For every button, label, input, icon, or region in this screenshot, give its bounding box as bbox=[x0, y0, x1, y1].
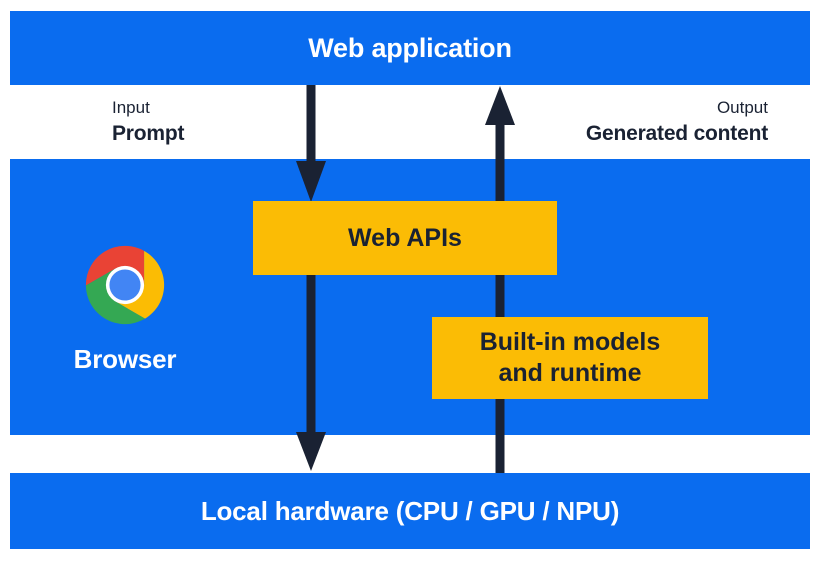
web-apis-label: Web APIs bbox=[348, 223, 462, 252]
input-label-group: Input Prompt bbox=[112, 97, 185, 147]
builtin-models-label-line1: Built-in models bbox=[479, 328, 661, 356]
chrome-logo-icon bbox=[85, 245, 165, 325]
local-hardware-label: Local hardware (CPU / GPU / NPU) bbox=[200, 495, 620, 526]
web-apis-box: Web APIs bbox=[253, 201, 557, 275]
builtin-models-label-line2: and runtime bbox=[498, 359, 642, 387]
builtin-models-box: Built-in models and runtime bbox=[432, 317, 708, 399]
output-label-group: Output Generated content bbox=[586, 97, 768, 147]
browser-label: Browser bbox=[73, 344, 177, 374]
output-value: Generated content bbox=[585, 122, 768, 145]
web-application-banner: Web application bbox=[10, 11, 810, 85]
input-caption: Input bbox=[112, 98, 150, 117]
local-hardware-banner: Local hardware (CPU / GPU / NPU) bbox=[10, 473, 810, 549]
input-value: Prompt bbox=[112, 122, 185, 145]
output-caption: Output bbox=[716, 98, 768, 117]
web-application-label: Web application bbox=[308, 32, 512, 63]
